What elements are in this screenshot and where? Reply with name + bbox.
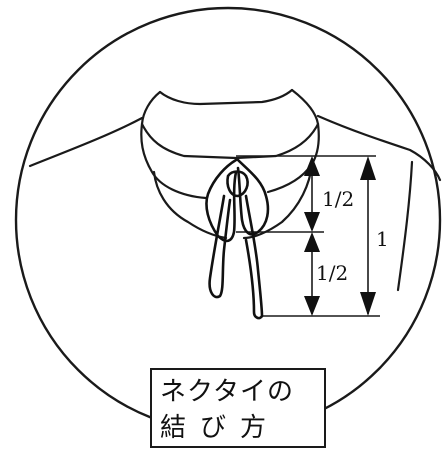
left-shoulder-line — [28, 116, 144, 168]
tie-knot — [226, 170, 249, 198]
lower-half-arrow-top — [304, 232, 320, 252]
right-shoulder-line — [316, 114, 442, 182]
caption-line-2: 結び方 — [160, 413, 281, 443]
upper-half-arrow-top — [304, 156, 320, 176]
lower-half-arrow-bottom — [304, 296, 320, 316]
total-arrow-bottom — [360, 292, 376, 316]
caption-line-1: ネクタイの — [160, 377, 294, 407]
total-label: 1 — [376, 227, 389, 251]
upper-half-label: 1/2 — [322, 187, 354, 211]
total-arrow-top — [360, 156, 376, 180]
lower-half-label: 1/2 — [316, 261, 348, 285]
collar-outer — [140, 88, 320, 200]
right-arm-line — [396, 160, 414, 292]
upper-half-arrow-bottom — [304, 212, 320, 232]
tie-right-end — [244, 194, 264, 320]
neckline — [158, 88, 294, 106]
caption-box: ネクタイの 結び方 — [150, 368, 326, 448]
tie-left-end — [208, 194, 232, 299]
tie-bow-right-loop — [236, 158, 270, 236]
